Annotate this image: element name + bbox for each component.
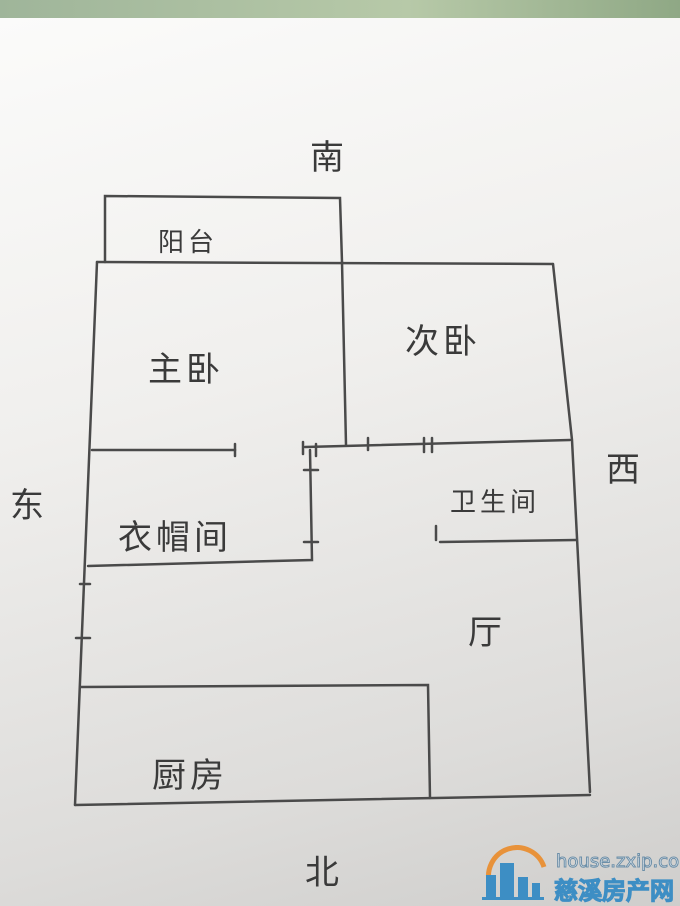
bathroom-wall [438, 538, 578, 544]
living-room-label: 厅 [468, 613, 506, 653]
south-label: 南 [310, 138, 348, 178]
bottom-wall [73, 793, 592, 807]
left-wall [73, 260, 99, 807]
right-wall [551, 262, 592, 794]
paper [0, 18, 680, 906]
west-label: 西 [606, 450, 644, 490]
master-bedroom-label: 主卧 [148, 350, 224, 390]
second-bedroom-label: 次卧 [405, 322, 481, 362]
kitchen-label: 厨房 [152, 756, 228, 796]
door-marks [74, 436, 438, 640]
bedroom-divider [340, 260, 348, 447]
cloakroom-wall [86, 448, 314, 568]
building-logo-icon [482, 845, 547, 900]
east-label: 东 [10, 486, 48, 526]
watermark-url: house.zxip.com [556, 851, 680, 873]
kitchen-wall [78, 683, 432, 800]
watermark: house.zxip.com 慈溪房产网 [478, 845, 680, 906]
north-label: 北 [305, 853, 343, 893]
balcony-wall [103, 194, 344, 264]
bathroom-label: 卫生间 [450, 488, 541, 518]
top-wall [95, 260, 555, 266]
balcony-label: 阳台 [158, 228, 219, 258]
cloakroom-label: 衣帽间 [118, 518, 232, 558]
bedroom-bottom-wall-right [303, 438, 572, 449]
watermark-name: 慈溪房产网 [554, 877, 675, 906]
